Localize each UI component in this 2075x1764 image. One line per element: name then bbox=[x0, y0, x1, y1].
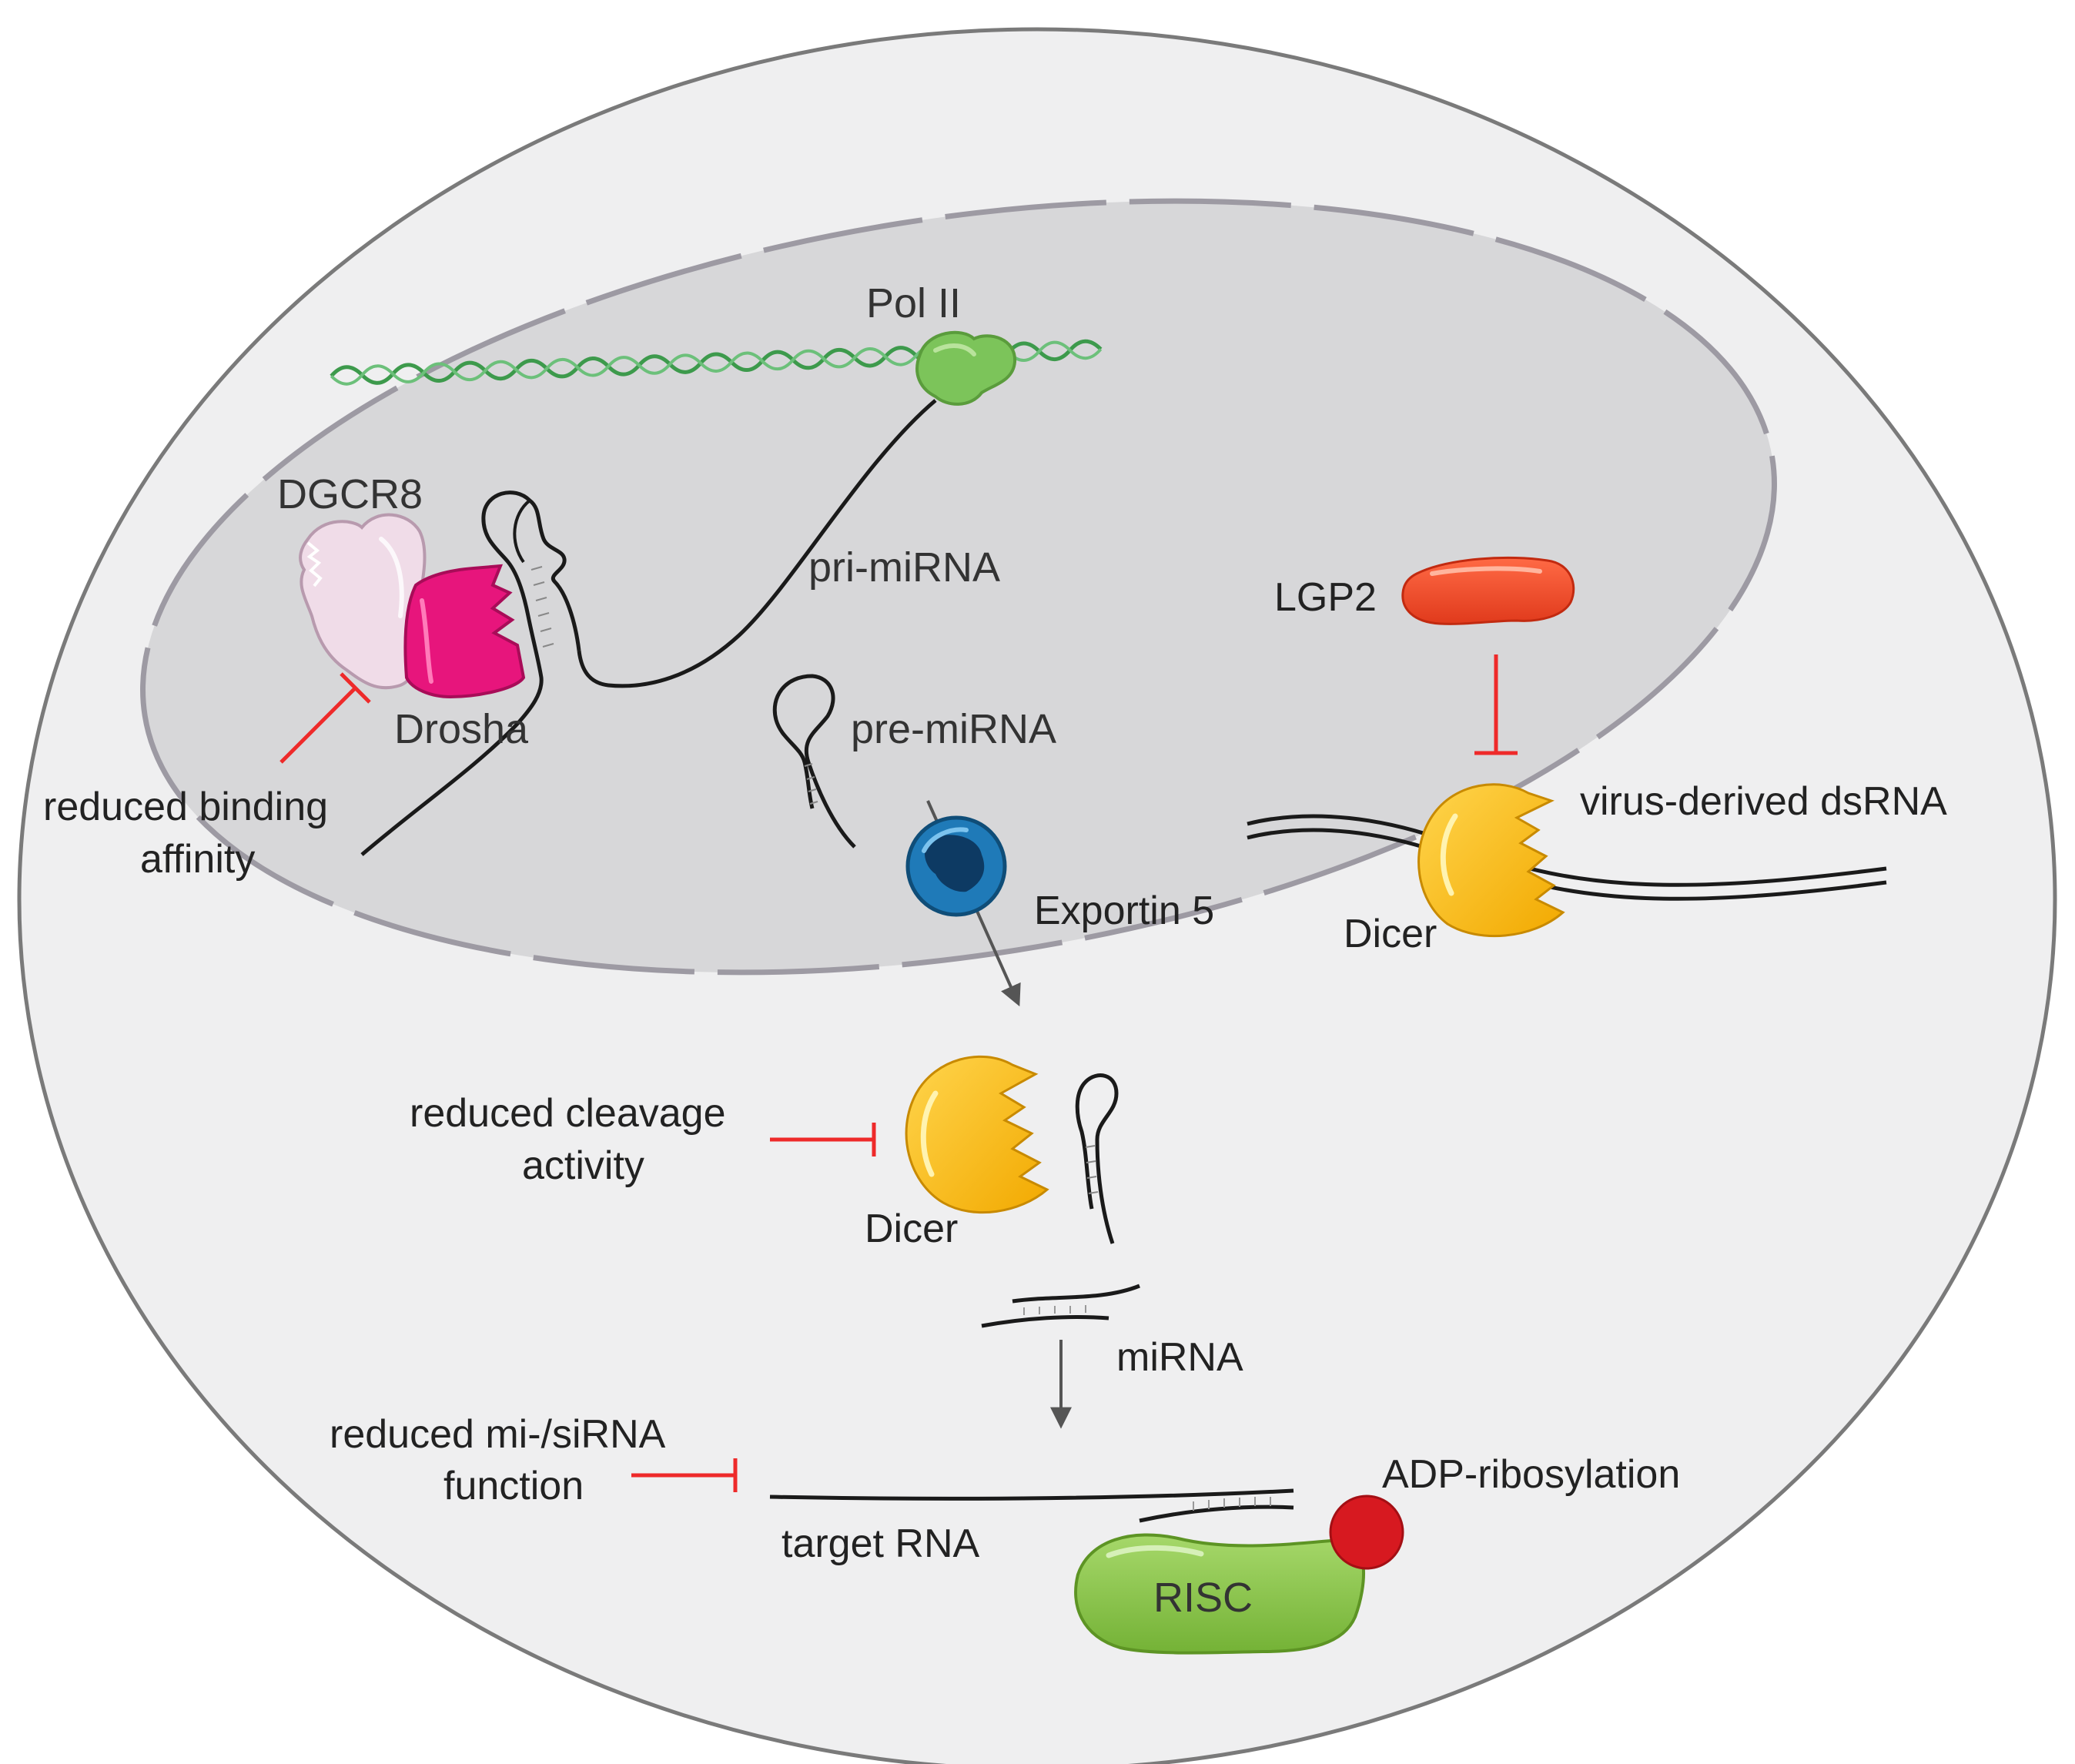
label-mirna: miRNA bbox=[1116, 1335, 1243, 1380]
dgcr8-protein-icon bbox=[299, 513, 427, 690]
inhibit-reduced-cleavage bbox=[770, 1123, 876, 1156]
inhibit-lgp2-dicer bbox=[1474, 654, 1518, 755]
target-rna bbox=[769, 1488, 1294, 1523]
label-reduced-function-1: reduced mi-/siRNA bbox=[330, 1412, 666, 1457]
pol2-protein-icon bbox=[915, 330, 1017, 406]
label-dgcr8: DGCR8 bbox=[277, 471, 423, 517]
adp-ribosylation-marker-icon bbox=[1329, 1495, 1404, 1570]
label-reduced-cleavage-2: activity bbox=[522, 1143, 644, 1188]
pre-mirna-cleavage-hairpin bbox=[1075, 1073, 1119, 1244]
pre-mirna-hairpin bbox=[772, 674, 856, 849]
label-virus-dsrna: virus-derived dsRNA bbox=[1580, 779, 1947, 824]
label-lgp2: LGP2 bbox=[1274, 575, 1377, 620]
dicer-protein-icon bbox=[905, 1055, 1049, 1214]
inhibit-reduced-function bbox=[631, 1458, 738, 1492]
exportin5-pore-icon bbox=[905, 815, 1007, 917]
label-exportin5: Exportin 5 bbox=[1034, 889, 1214, 933]
label-dicer-top: Dicer bbox=[1344, 912, 1437, 956]
risc-complex-icon bbox=[1074, 1533, 1365, 1655]
label-reduced-cleavage-1: reduced cleavage bbox=[410, 1091, 726, 1136]
pri-mirna-hairpin bbox=[360, 399, 937, 856]
label-adp-ribosylation: ADP-ribosylation bbox=[1382, 1452, 1680, 1497]
lgp2-protein-icon bbox=[1401, 556, 1575, 625]
label-dicer-mid: Dicer bbox=[865, 1207, 958, 1251]
dicer-protein-icon bbox=[1417, 783, 1565, 938]
label-risc: RISC bbox=[1153, 1575, 1253, 1621]
label-reduced-binding-1: reduced binding bbox=[43, 785, 328, 829]
label-pri-mirna: pri-miRNA bbox=[808, 544, 1000, 591]
inhibit-reduced-binding bbox=[279, 672, 371, 764]
label-reduced-function-2: function bbox=[443, 1464, 584, 1508]
nucleus bbox=[140, 198, 1777, 976]
label-reduced-binding-2: affinity bbox=[140, 837, 255, 882]
label-pre-mirna: pre-miRNA bbox=[851, 706, 1056, 752]
label-target-rna: target RNA bbox=[781, 1521, 980, 1566]
mirna-duplex bbox=[981, 1284, 1140, 1328]
label-pol2: Pol II bbox=[866, 280, 961, 326]
drosha-protein-icon bbox=[403, 564, 526, 699]
label-drosha: Drosha bbox=[394, 706, 529, 752]
